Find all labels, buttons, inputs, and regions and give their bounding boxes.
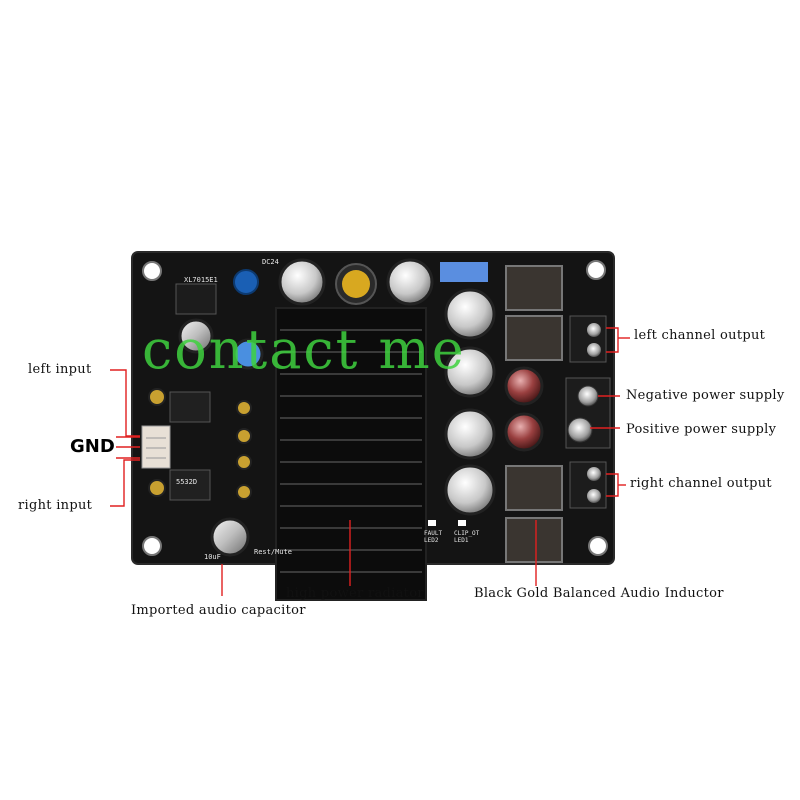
silkscreen-chip: XL7015E1 xyxy=(184,276,218,284)
leader-lines xyxy=(110,327,630,596)
silkscreen-cap-low: 10uF xyxy=(204,553,221,561)
ic-chips xyxy=(169,262,488,501)
silkscreen-rest-mute: Rest/Mute xyxy=(254,548,292,556)
watermark: contact me xyxy=(142,318,466,381)
status-leds xyxy=(428,520,466,526)
power-terminals xyxy=(565,377,611,449)
filter-capacitors xyxy=(178,258,544,557)
silkscreen-opamp: 5532D xyxy=(176,478,198,486)
label-right-input: right input xyxy=(18,498,93,513)
heatsink xyxy=(275,307,427,601)
silkscreen-dc: DC24 xyxy=(262,258,279,266)
label-gnd: GND xyxy=(70,436,115,457)
input-connector xyxy=(141,425,171,469)
label-high-power-radiator: high power radiator xyxy=(286,586,424,601)
label-left-input: left input xyxy=(28,362,92,377)
silkscreen-clip-led: CLIP_OT LED1 xyxy=(454,530,480,544)
label-left-channel-output: left channel output xyxy=(634,328,766,343)
label-negative-power-supply: Negative power supply xyxy=(626,388,785,403)
label-imported-audio-capacitor: Imported audio capacitor xyxy=(131,603,306,618)
mounting-holes xyxy=(142,260,608,556)
small-capacitors xyxy=(148,388,252,500)
silkscreen-fault-led: FAULT LED2 xyxy=(424,530,443,544)
label-right-channel-output: right channel output xyxy=(630,476,772,491)
output-terminals xyxy=(569,315,607,509)
inductors xyxy=(505,265,563,563)
label-positive-power-supply: Positive power supply xyxy=(626,422,777,437)
label-black-gold-inductor: Black Gold Balanced Audio Inductor xyxy=(474,586,724,601)
